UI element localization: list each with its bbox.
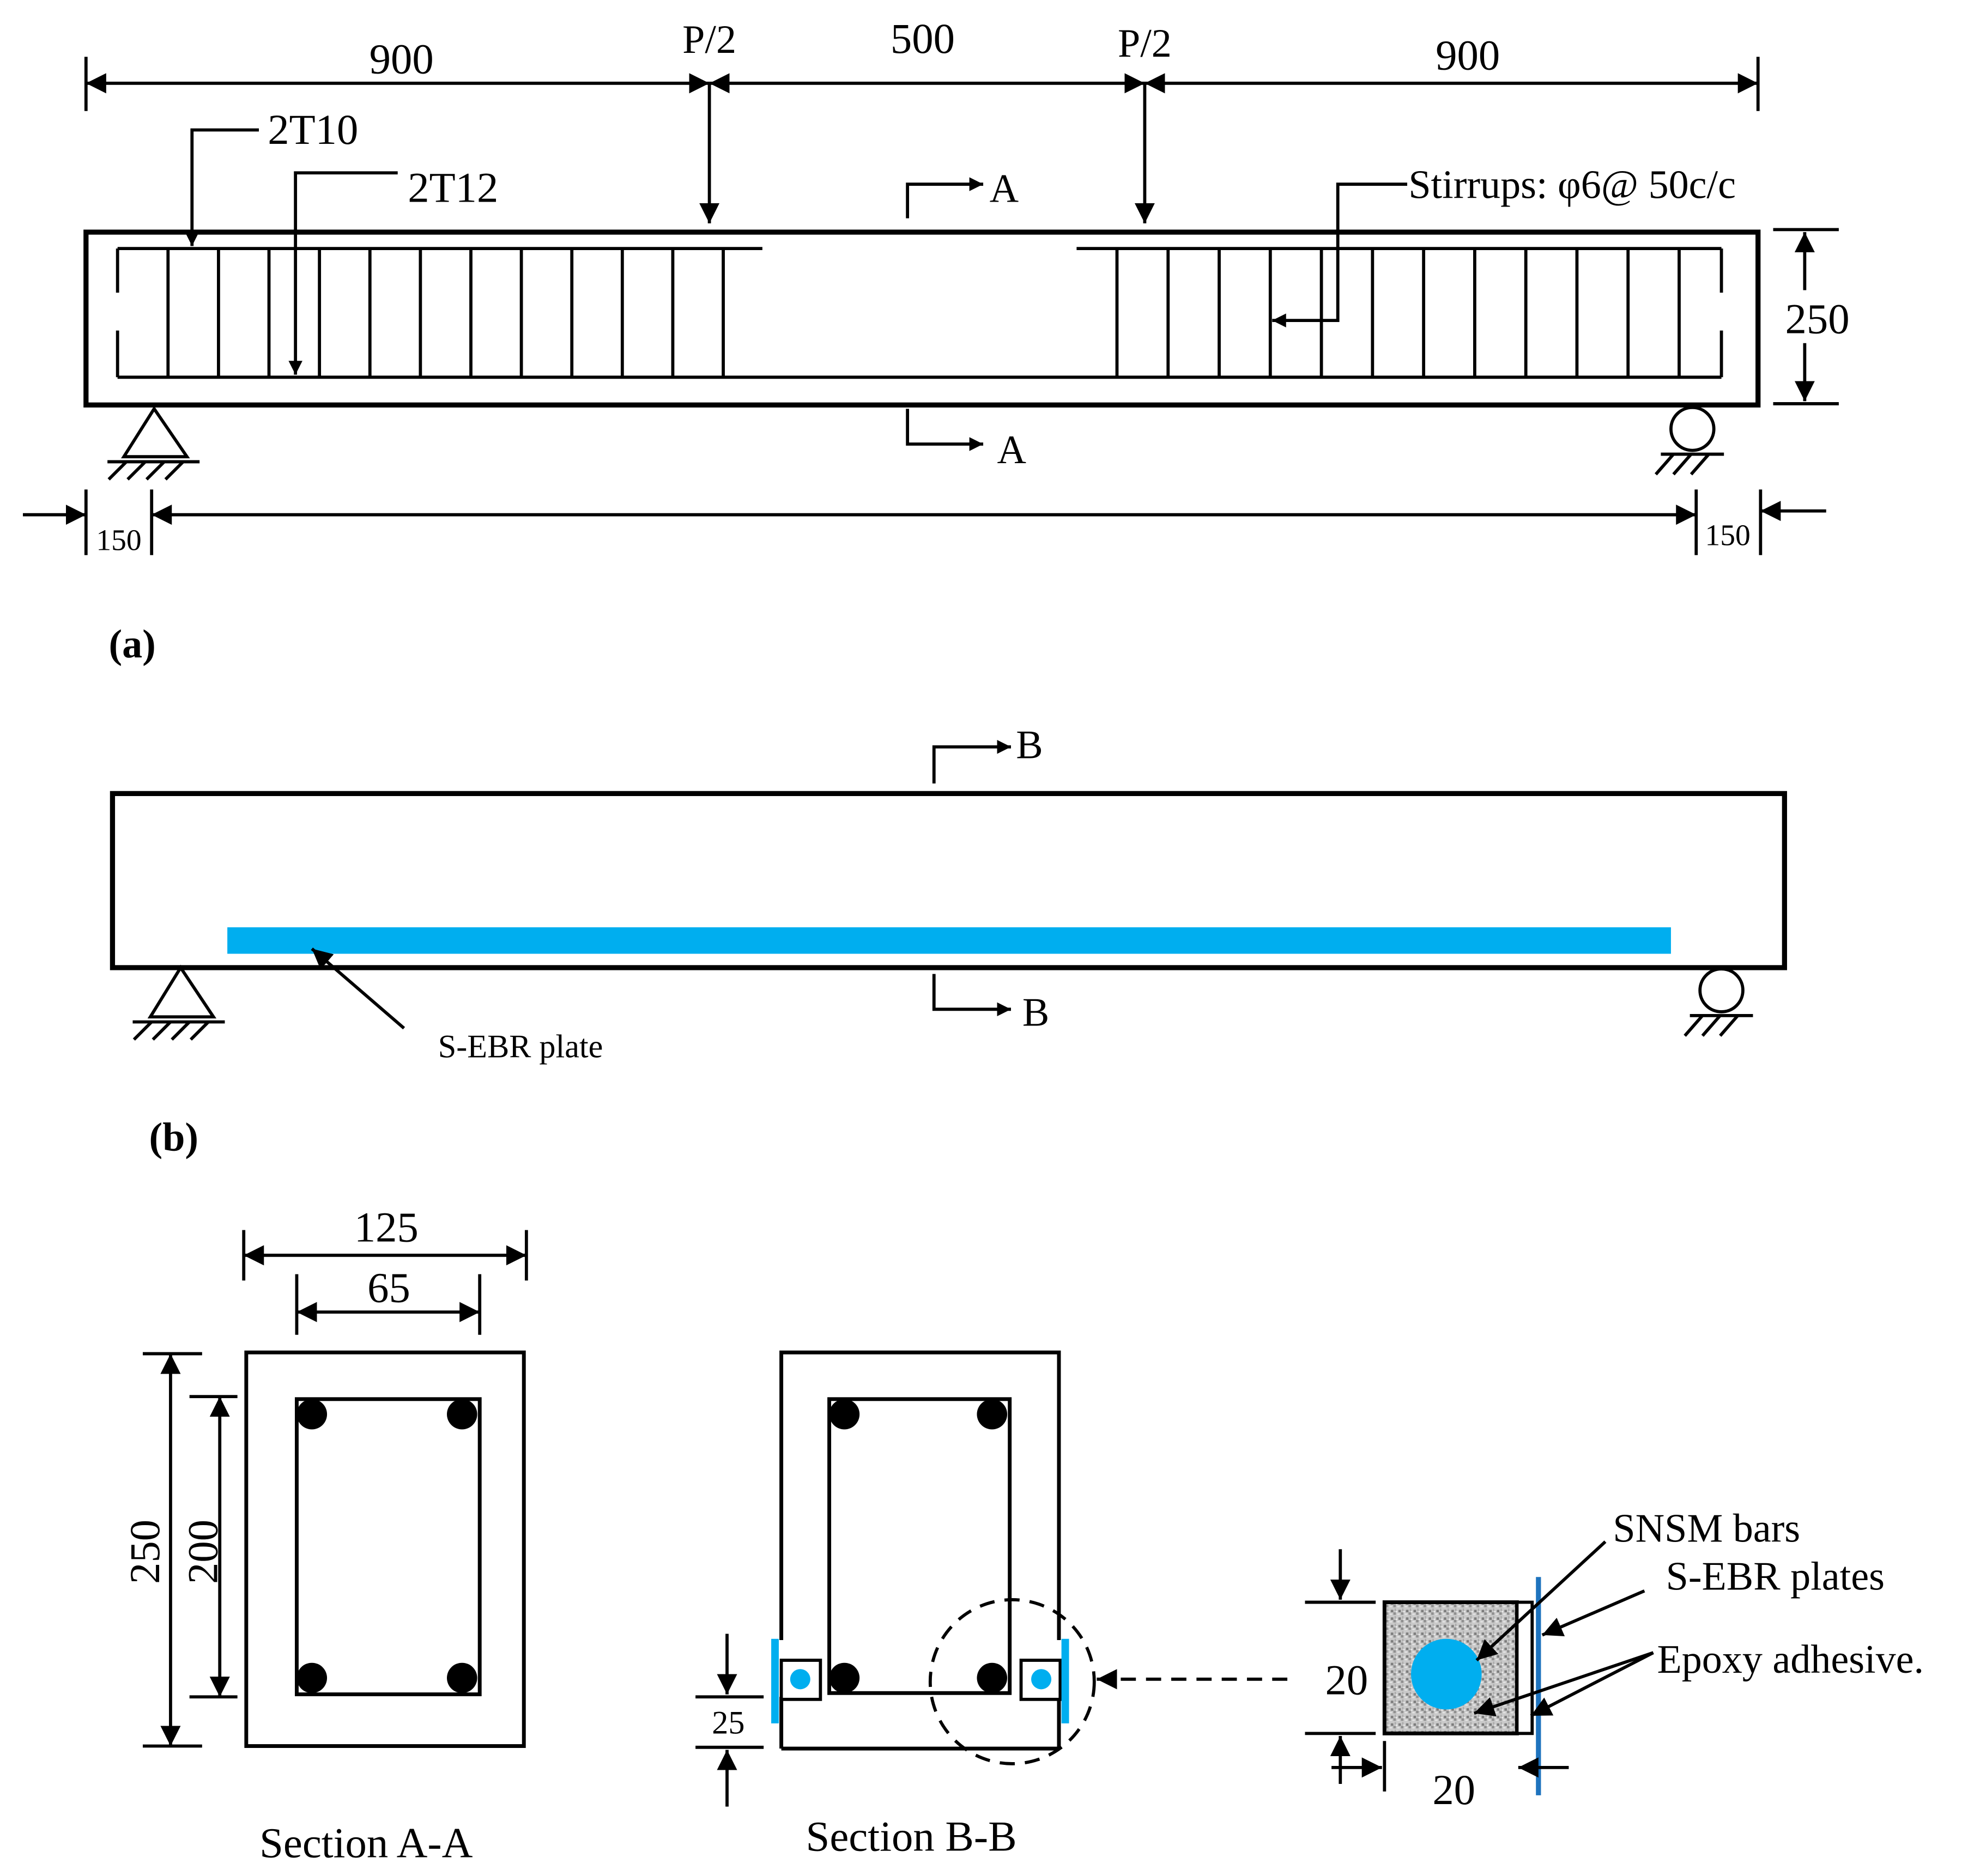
- section-mark-b-top: B: [1016, 723, 1043, 768]
- detail-epoxy-layer: [1515, 1600, 1534, 1735]
- detail-callout-circle: [928, 1598, 1096, 1765]
- reinforcement-cage-a: [116, 247, 1723, 379]
- section-bb-title: Section B-B: [806, 1813, 1017, 1861]
- beam-a-outline: [83, 229, 1761, 408]
- rebar-top-right: [447, 1399, 477, 1430]
- section-bb-cover-label: 25: [712, 1704, 744, 1741]
- load-right-label: P/2: [1118, 21, 1172, 66]
- rebar-bottom-right: [447, 1662, 477, 1693]
- panel-label-b: (b): [149, 1115, 199, 1160]
- section-aa-height-outer: 250: [122, 1520, 169, 1584]
- snsm-bar-right: [1031, 1669, 1052, 1690]
- panel-a: 900 P/2 500 P/2 900 2T10 2T12 Stirrups: [23, 15, 1850, 666]
- section-aa-stirrup: [295, 1397, 482, 1697]
- snsm-bar-left: [790, 1669, 810, 1690]
- section-aa-width-inner: 65: [367, 1264, 410, 1312]
- pin-support-a: [107, 405, 200, 481]
- top-dimension-line: [84, 57, 1760, 111]
- support-offset-right: 150: [1705, 518, 1750, 552]
- detail-label-sebr: S-EBR plates: [1666, 1554, 1885, 1599]
- nsm-detail: 20 20 SNSM bars S-EBR plates Epoxy adhes…: [1305, 1506, 1924, 1814]
- section-aa-height-inner: 200: [180, 1520, 227, 1584]
- detail-dimensions: [1305, 1549, 1569, 1792]
- section-cut-b-top: [932, 739, 1011, 784]
- section-mark-a-bottom: A: [997, 428, 1027, 472]
- roller-support-a: [1654, 405, 1724, 476]
- panel-label-a: (a): [108, 622, 155, 666]
- groove-left: [779, 1659, 822, 1701]
- section-bb-stirrup: [827, 1397, 1012, 1695]
- sebr-plate: [227, 927, 1671, 954]
- detail-snsm-bar: [1410, 1638, 1482, 1710]
- section-cut-a-top: [906, 177, 984, 218]
- support-offset-left: 150: [96, 524, 141, 557]
- height-dimension-a: [1773, 228, 1839, 405]
- section-aa-outline: [244, 1350, 526, 1748]
- rebar-bottom-right: [977, 1662, 1008, 1693]
- beam-height-label: 250: [1785, 295, 1849, 343]
- plate-label: S-EBR plate: [438, 1028, 603, 1065]
- section-bb-outline: [779, 1350, 1061, 1641]
- bar-label-2t10: 2T10: [268, 106, 358, 154]
- detail-height-label: 20: [1325, 1657, 1369, 1704]
- stirrups-group: [166, 248, 1681, 378]
- dim-left-span: 900: [370, 35, 434, 83]
- detail-width-label: 20: [1432, 1766, 1475, 1814]
- bottom-dimension-line: [23, 489, 1826, 555]
- section-aa-width-outer: 125: [354, 1204, 419, 1251]
- section-mark-a-top: A: [990, 166, 1019, 211]
- dim-right-span: 900: [1436, 32, 1500, 79]
- rebar-bottom-left: [296, 1662, 328, 1693]
- section-cut-a-bottom: [906, 409, 984, 451]
- section-cut-b-bottom: [932, 974, 1011, 1017]
- rebar-top-left: [296, 1399, 328, 1430]
- section-aa-dimensions: [142, 1230, 528, 1748]
- section-b-b: 25 Section B-B: [695, 1350, 1288, 1861]
- detail-pointers: [1473, 1540, 1654, 1717]
- panel-b: S-EBR plate B B (b): [110, 723, 1787, 1160]
- beam-b-outline: [110, 791, 1787, 970]
- section-a-a: 125 65 250 200 Section A-A: [122, 1204, 528, 1867]
- rebar-top-left: [829, 1399, 860, 1430]
- section-bb-cover-dimension: [695, 1634, 764, 1807]
- detail-label-snsm: SNSM bars: [1613, 1506, 1800, 1551]
- section-aa-title: Section A-A: [259, 1819, 473, 1867]
- bar-label-2t12: 2T12: [408, 164, 498, 211]
- stirrups-label: Stirrups: φ6@ 50c/c: [1408, 163, 1736, 208]
- roller-support-b: [1684, 967, 1753, 1037]
- rebar-bottom-left: [829, 1662, 860, 1693]
- detail-label-epoxy: Epoxy adhesive.: [1657, 1637, 1924, 1682]
- load-left-label: P/2: [682, 17, 736, 62]
- plate-pointer: [311, 947, 405, 1030]
- section-mark-b-bottom: B: [1022, 990, 1049, 1035]
- dim-middle-span: 500: [891, 15, 955, 63]
- pin-support-b: [132, 964, 225, 1041]
- rebar-top-right: [977, 1399, 1008, 1430]
- bar-callouts: [185, 128, 1408, 375]
